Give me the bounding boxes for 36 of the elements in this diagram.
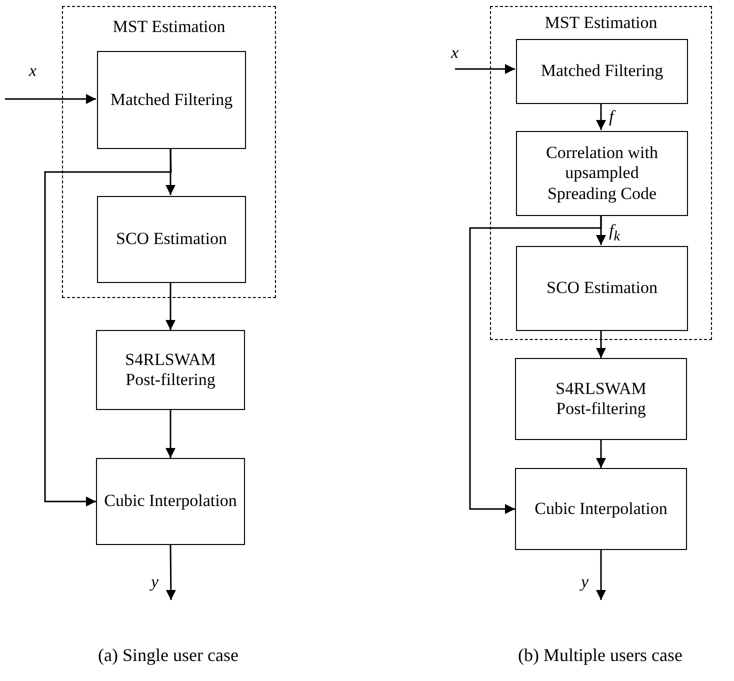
box-label: Cubic Interpolation [534,498,668,520]
box-label: Matched Filtering [109,90,234,110]
arrow [596,103,606,130]
caption: (a) Single user case [98,645,238,666]
box-label: Correlation with upsampled Spreading Code [545,142,659,204]
arrow [166,545,176,600]
arrow [455,64,515,74]
box-label: S4RLSWAM Post-filtering [554,378,648,420]
arrow [596,550,606,600]
process-box [96,330,245,410]
arrow [596,440,606,468]
arrow [469,215,602,514]
process-box [96,458,245,545]
process-box [97,196,246,283]
process-box [516,246,688,331]
edge-label: f [608,108,615,125]
box-label: Cubic Interpolation [103,491,238,512]
box-label: S4RLSWAM Post-filtering [124,350,217,390]
box-label: SCO Estimation [115,229,228,250]
arrow [44,148,172,506]
caption: (b) Multiple users case [518,645,682,666]
arrow [596,330,606,358]
box-label: SCO Estimation [546,278,658,299]
process-box [515,358,687,440]
box-label: MST Estimation [544,13,658,34]
arrow [166,282,176,330]
box-label: Matched Filtering [540,61,664,82]
group-frame [62,6,276,298]
process-box [515,468,687,550]
box-label: MST Estimation [112,17,226,38]
process-box [516,39,688,104]
arrow [166,410,176,458]
process-box [516,131,688,216]
group-frame [490,6,712,340]
arrow [5,94,96,104]
process-box [97,51,246,149]
